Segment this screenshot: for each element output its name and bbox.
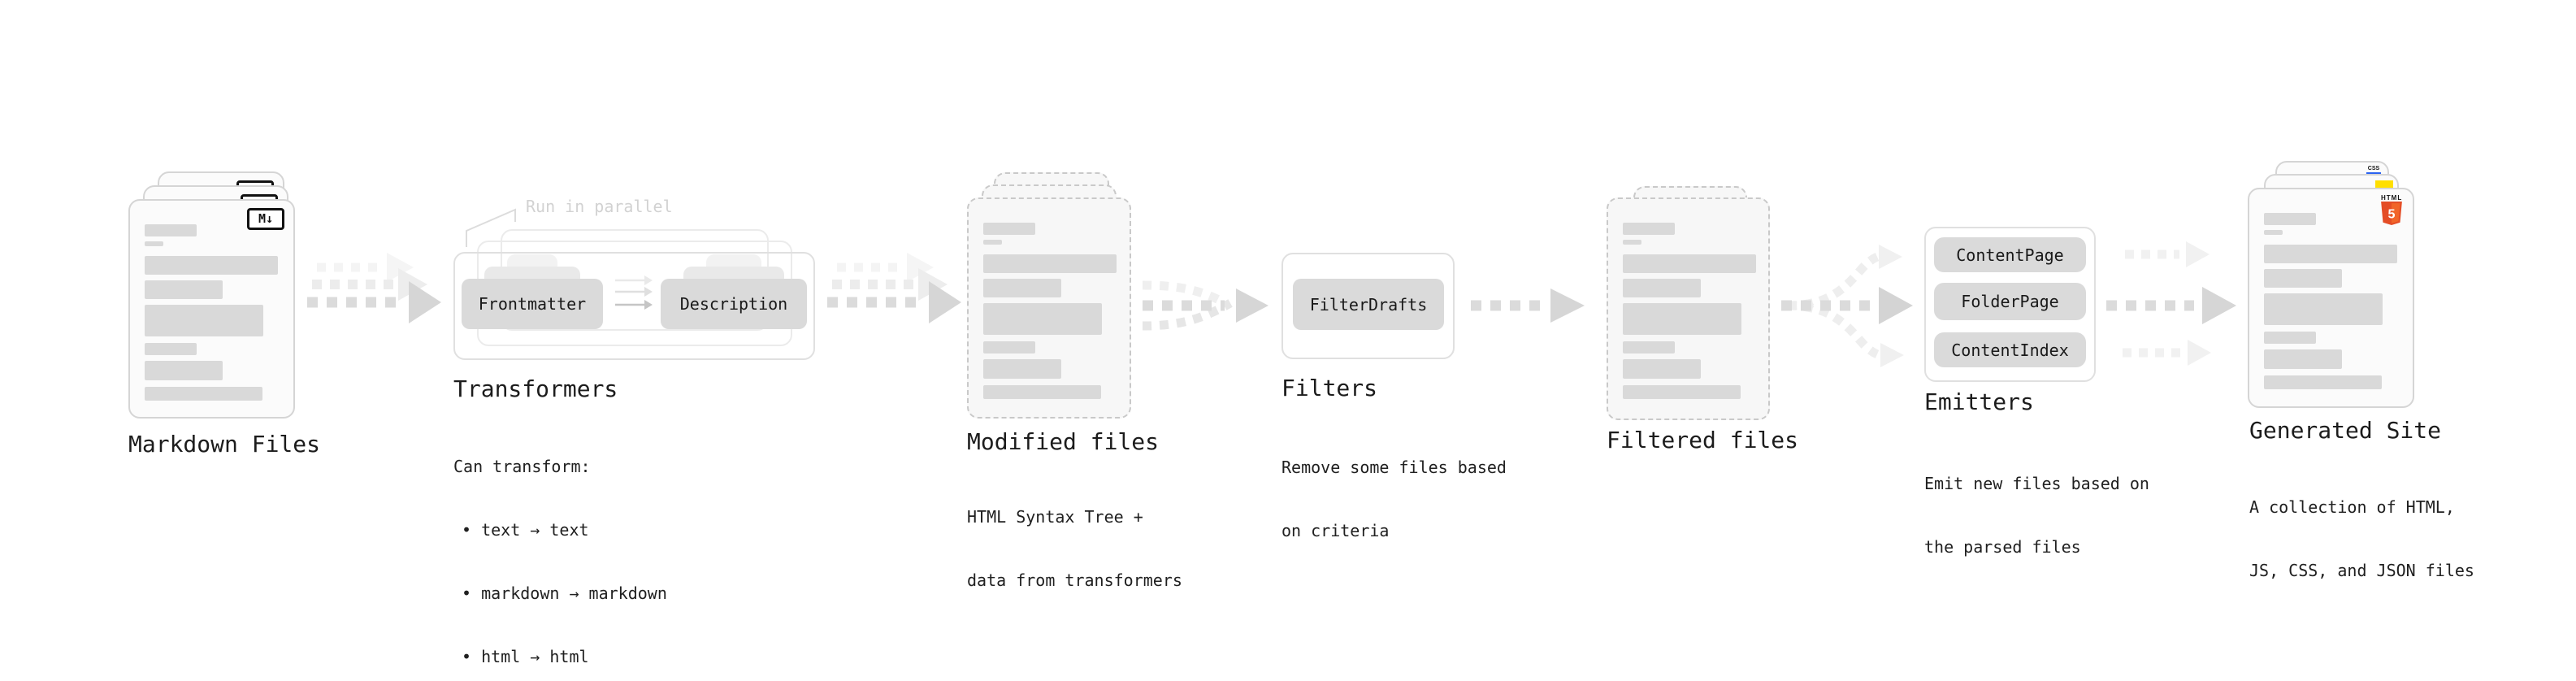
html5-icon: HTML 5 xyxy=(2381,194,2402,228)
filter-pill-filterdrafts: FilterDrafts xyxy=(1293,279,1444,330)
html5-icon-label: HTML xyxy=(2381,194,2403,202)
modified-description: HTML Syntax Tree + data from transformer… xyxy=(967,464,1182,633)
text-line-placeholder xyxy=(2264,269,2342,288)
text-line-placeholder xyxy=(1623,223,1675,235)
emitters-description: Emit new files based on the parsed files xyxy=(1924,431,2149,600)
emitter-pill-contentindex: ContentIndex xyxy=(1934,332,2086,367)
pill-label: FolderPage xyxy=(1961,292,2059,311)
text-line-placeholder xyxy=(145,387,262,401)
filters-description: Remove some files based on criteria xyxy=(1281,414,1507,583)
desc-line: HTML Syntax Tree + xyxy=(967,507,1143,527)
desc-line: on criteria xyxy=(1281,521,1390,540)
stage-title-modified-files: Modified files xyxy=(967,428,1160,455)
pill-label: ContentPage xyxy=(1956,245,2064,265)
text-line-placeholder xyxy=(145,256,278,275)
text-line-placeholder xyxy=(145,343,197,355)
stage-title-generated-site: Generated Site xyxy=(2249,417,2442,444)
file-card-front: M↓ xyxy=(128,199,295,419)
markdown-icon-label: M↓ xyxy=(258,211,274,226)
text-line-placeholder xyxy=(2264,293,2383,325)
text-line-placeholder xyxy=(145,224,197,236)
text-line-placeholder xyxy=(2264,213,2316,225)
text-line-placeholder xyxy=(983,279,1061,297)
file-card-front: HTML 5 xyxy=(2248,188,2414,408)
text-line-placeholder xyxy=(983,341,1035,354)
text-line-placeholder xyxy=(2264,349,2342,369)
desc-line: data from transformers xyxy=(967,570,1182,590)
generated-description: A collection of HTML, JS, CSS, and JSON … xyxy=(2249,454,2474,623)
pill-label: ContentIndex xyxy=(1951,340,2069,360)
pill-label: FilterDrafts xyxy=(1309,294,1428,314)
stage-title-transformers: Transformers xyxy=(453,375,618,402)
text-line-placeholder xyxy=(1623,279,1701,297)
desc-bullet: • markdown → markdown xyxy=(462,583,667,603)
text-line-placeholder xyxy=(983,240,1002,245)
svg-text:5: 5 xyxy=(2388,206,2396,221)
file-card-front xyxy=(1607,197,1770,420)
text-line-placeholder xyxy=(145,305,263,336)
css-icon-label: CSS xyxy=(2367,166,2380,171)
transformer-pill-frontmatter: Frontmatter xyxy=(462,279,603,329)
text-line-placeholder xyxy=(1623,240,1641,245)
desc-line: Remove some files based xyxy=(1281,458,1507,477)
text-line-placeholder xyxy=(1623,359,1701,379)
text-line-placeholder xyxy=(2264,375,2382,389)
desc-line: Can transform: xyxy=(453,457,591,476)
pill-label: Frontmatter xyxy=(478,294,587,314)
css-icon: CSS xyxy=(2366,166,2381,175)
text-line-placeholder xyxy=(2264,230,2283,235)
text-line-placeholder xyxy=(145,241,163,246)
run-in-parallel-annotation: Run in parallel xyxy=(526,197,673,216)
html5-shield: 5 xyxy=(2381,202,2402,225)
transformer-pill-description: Description xyxy=(661,279,807,329)
text-line-placeholder xyxy=(2264,245,2397,263)
transformers-description: Can transform: • text → text • markdown … xyxy=(453,414,667,681)
desc-line: A collection of HTML, xyxy=(2249,497,2455,517)
stage-title-filters: Filters xyxy=(1281,375,1378,401)
desc-line: the parsed files xyxy=(1924,537,2081,557)
text-line-placeholder xyxy=(145,280,223,299)
text-line-placeholder xyxy=(983,254,1117,273)
markdown-icon: M↓ xyxy=(247,208,284,230)
file-card-front xyxy=(967,197,1131,419)
desc-line: JS, CSS, and JSON files xyxy=(2249,561,2474,580)
emitter-pill-folderpage: FolderPage xyxy=(1934,283,2086,320)
css-icon-underline xyxy=(2366,172,2381,175)
stage-title-markdown-files: Markdown Files xyxy=(128,431,321,458)
text-line-placeholder xyxy=(2264,332,2316,344)
text-line-placeholder xyxy=(1623,341,1675,354)
desc-line: Emit new files based on xyxy=(1924,474,2149,493)
text-line-placeholder xyxy=(145,361,223,380)
stage-title-filtered-files: Filtered files xyxy=(1607,427,1799,453)
pill-label: Description xyxy=(679,294,788,314)
desc-bullet: • html → html xyxy=(462,647,589,666)
text-line-placeholder xyxy=(1623,303,1741,335)
text-line-placeholder xyxy=(1623,385,1741,399)
text-line-placeholder xyxy=(983,385,1101,399)
desc-bullet: • text → text xyxy=(462,520,589,540)
transformer-box-front xyxy=(453,252,815,360)
text-line-placeholder xyxy=(1623,254,1756,273)
text-line-placeholder xyxy=(983,223,1035,235)
emitter-pill-contentpage: ContentPage xyxy=(1934,237,2086,272)
text-line-placeholder xyxy=(983,359,1061,379)
text-line-placeholder xyxy=(983,303,1102,335)
stage-title-emitters: Emitters xyxy=(1924,388,2034,415)
